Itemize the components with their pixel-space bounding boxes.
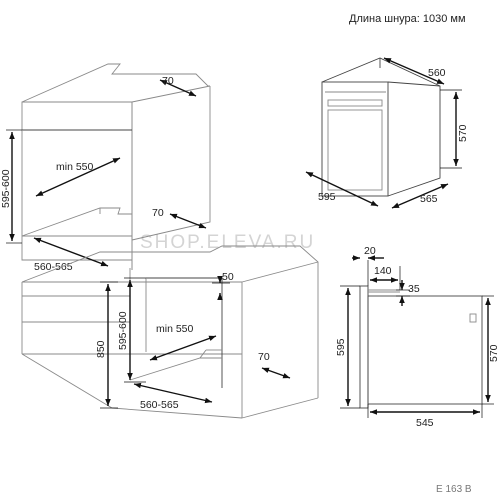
watermark: SHOP.ELEVA.RU	[140, 232, 315, 253]
model-code: E 163 B	[436, 484, 472, 495]
oven-3d-dimensions: 560 570 595 565	[305, 57, 469, 209]
dim-upper-width-min: min 550	[56, 161, 94, 173]
dim-side-depth: 545	[416, 417, 434, 429]
dim-tall-gap-top: 50	[222, 271, 234, 283]
dim-side-35: 35	[408, 283, 420, 295]
dim-upper-height: 595-600	[0, 169, 12, 208]
oven-side-view-drawing	[359, 285, 483, 409]
dim-tall-width-min: min 550	[156, 323, 194, 335]
dim-tall-depth-back: 70	[152, 207, 164, 219]
upper-cabinet-dimensions: 70 min 550 595-600 560-565	[0, 75, 197, 273]
oven-3d-drawing	[321, 57, 441, 197]
dim-tall-depth: 560-565	[140, 399, 179, 411]
tall-cabinet-dimensions: 70 50 min 550 595-600 850 70 560-565	[95, 207, 291, 411]
dim-oven-width: 595	[318, 191, 336, 203]
dim-tall-depth-bottom: 70	[258, 351, 270, 363]
oven-side-view-dimensions: 20 140 35 595 570 545	[335, 245, 500, 429]
dim-tall-height-niche: 595-600	[117, 311, 129, 350]
dim-tall-height-total: 850	[95, 340, 107, 358]
upper-cabinet-drawing	[21, 63, 211, 270]
dim-side-body-height: 570	[488, 344, 500, 362]
dim-side-front-height: 595	[335, 338, 347, 356]
dim-side-140: 140	[374, 265, 392, 277]
dim-side-20: 20	[364, 245, 376, 257]
dim-oven-height: 570	[457, 124, 469, 142]
dim-oven-depth: 560	[428, 67, 446, 79]
dim-upper-depth: 560-565	[34, 261, 73, 273]
dim-oven-side-depth: 565	[420, 193, 438, 205]
cord-length-caption: Длина шнура: 1030 мм	[349, 13, 466, 25]
dim-upper-depth-back: 70	[162, 75, 174, 87]
